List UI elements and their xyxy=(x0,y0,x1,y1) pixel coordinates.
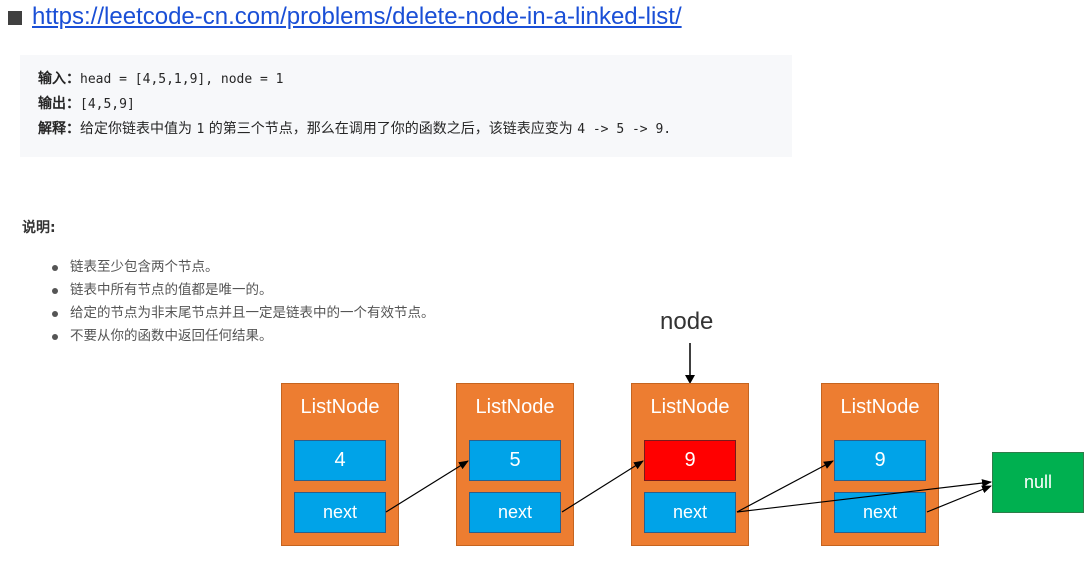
list-node-3: ListNode 9 next xyxy=(631,383,749,546)
note-item: 给定的节点为非末尾节点并且一定是链表中的一个有效节点。 xyxy=(48,302,435,325)
note-item: 链表至少包含两个节点。 xyxy=(48,256,435,279)
problem-link[interactable]: https://leetcode-cn.com/problems/delete-… xyxy=(32,3,682,30)
list-node-2: ListNode 5 next xyxy=(456,383,574,546)
note-item: 不要从你的函数中返回任何结果。 xyxy=(48,325,435,348)
node-value: 5 xyxy=(469,440,561,481)
null-box: null xyxy=(992,452,1084,513)
node-next: next xyxy=(644,492,736,533)
example-explain-row: 解释：给定你链表中值为 1 的第三个节点，那么在调用了你的函数之后，该链表应变为… xyxy=(38,117,792,142)
example-block: 输入：head = [4,5,1,9], node = 1 输出：[4,5,9]… xyxy=(20,55,792,157)
explain-result: 4 -> 5 -> 9. xyxy=(577,122,672,137)
input-value: head = [4,5,1,9], node = 1 xyxy=(80,72,284,87)
node-next: next xyxy=(834,492,926,533)
pointer-down-arrow-icon xyxy=(685,343,695,384)
note-item: 链表中所有节点的值都是唯一的。 xyxy=(48,279,435,302)
notes-list: 链表至少包含两个节点。 链表中所有节点的值都是唯一的。 给定的节点为非末尾节点并… xyxy=(48,256,435,348)
node-title: ListNode xyxy=(650,396,730,418)
node-value: 4 xyxy=(294,440,386,481)
node-value-highlighted: 9 xyxy=(644,440,736,481)
example-input-row: 输入：head = [4,5,1,9], node = 1 xyxy=(38,67,792,92)
node-title: ListNode xyxy=(475,396,555,418)
node-next: next xyxy=(294,492,386,533)
node-value: 9 xyxy=(834,440,926,481)
arrow-3-to-4 xyxy=(736,460,834,513)
explain-value: 1 xyxy=(196,122,205,137)
input-label: 输入： xyxy=(38,71,80,87)
list-node-1: ListNode 4 next xyxy=(281,383,399,546)
square-bullet-icon xyxy=(8,11,22,25)
node-next: next xyxy=(469,492,561,533)
header-line: https://leetcode-cn.com/problems/delete-… xyxy=(8,2,682,32)
node-pointer-label: node xyxy=(660,308,714,335)
explain-label: 解释： xyxy=(38,121,80,137)
node-title: ListNode xyxy=(300,396,380,418)
list-node-4: ListNode 9 next xyxy=(821,383,939,546)
node-title: ListNode xyxy=(840,396,920,418)
explain-text-2: 的第三个节点，那么在调用了你的函数之后，该链表应变为 xyxy=(204,121,578,137)
output-label: 输出： xyxy=(38,96,80,112)
example-output-row: 输出：[4,5,9] xyxy=(38,92,792,117)
explain-text-1: 给定你链表中值为 xyxy=(80,121,197,137)
notes-title: 说明: xyxy=(22,220,56,236)
output-value: [4,5,9] xyxy=(80,97,135,112)
